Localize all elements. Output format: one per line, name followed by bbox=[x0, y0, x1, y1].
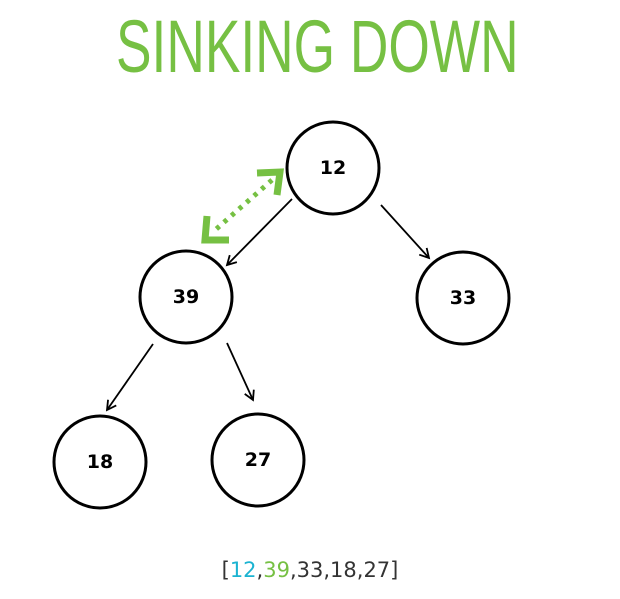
node-left-left-circle bbox=[52, 414, 148, 510]
array-representation: [12,39,33,18,27] bbox=[0, 553, 620, 587]
array-separator: , bbox=[256, 558, 264, 582]
node-root-label: 12 bbox=[320, 157, 346, 179]
node-root-circle bbox=[285, 120, 381, 216]
node-left-right-circle bbox=[210, 412, 306, 508]
node-root: 12 bbox=[285, 120, 381, 216]
edge-root-to-right bbox=[380, 204, 431, 260]
edge-root-to-left bbox=[225, 198, 293, 267]
edge-left-to-left-right bbox=[226, 342, 255, 402]
array-close-bracket: ] bbox=[390, 558, 399, 582]
node-right-label: 33 bbox=[450, 287, 476, 309]
array-current-value: 12 bbox=[229, 558, 257, 582]
node-right-circle bbox=[415, 250, 511, 346]
node-left-right: 27 bbox=[210, 412, 306, 508]
node-left-label: 39 bbox=[173, 286, 199, 308]
swap-arrow-dots bbox=[212, 178, 274, 233]
edge-left-to-left-left bbox=[105, 343, 154, 412]
node-left-left-label: 18 bbox=[87, 451, 113, 473]
node-right: 33 bbox=[415, 250, 511, 346]
binary-heap-diagram: 12 39 33 18 27 bbox=[52, 120, 511, 510]
array-remaining-values: ,33,18,27 bbox=[289, 558, 391, 582]
swap-arrow-head-top bbox=[256, 168, 285, 196]
swap-arrow-icon bbox=[201, 168, 285, 244]
array-swap-value: 39 bbox=[263, 558, 290, 582]
swap-arrow-head-bottom bbox=[201, 215, 229, 244]
array-open-bracket: [ bbox=[221, 558, 230, 582]
node-left-right-label: 27 bbox=[245, 449, 271, 471]
node-left-left: 18 bbox=[52, 414, 148, 510]
node-left-circle bbox=[138, 249, 234, 345]
node-left: 39 bbox=[138, 249, 234, 345]
